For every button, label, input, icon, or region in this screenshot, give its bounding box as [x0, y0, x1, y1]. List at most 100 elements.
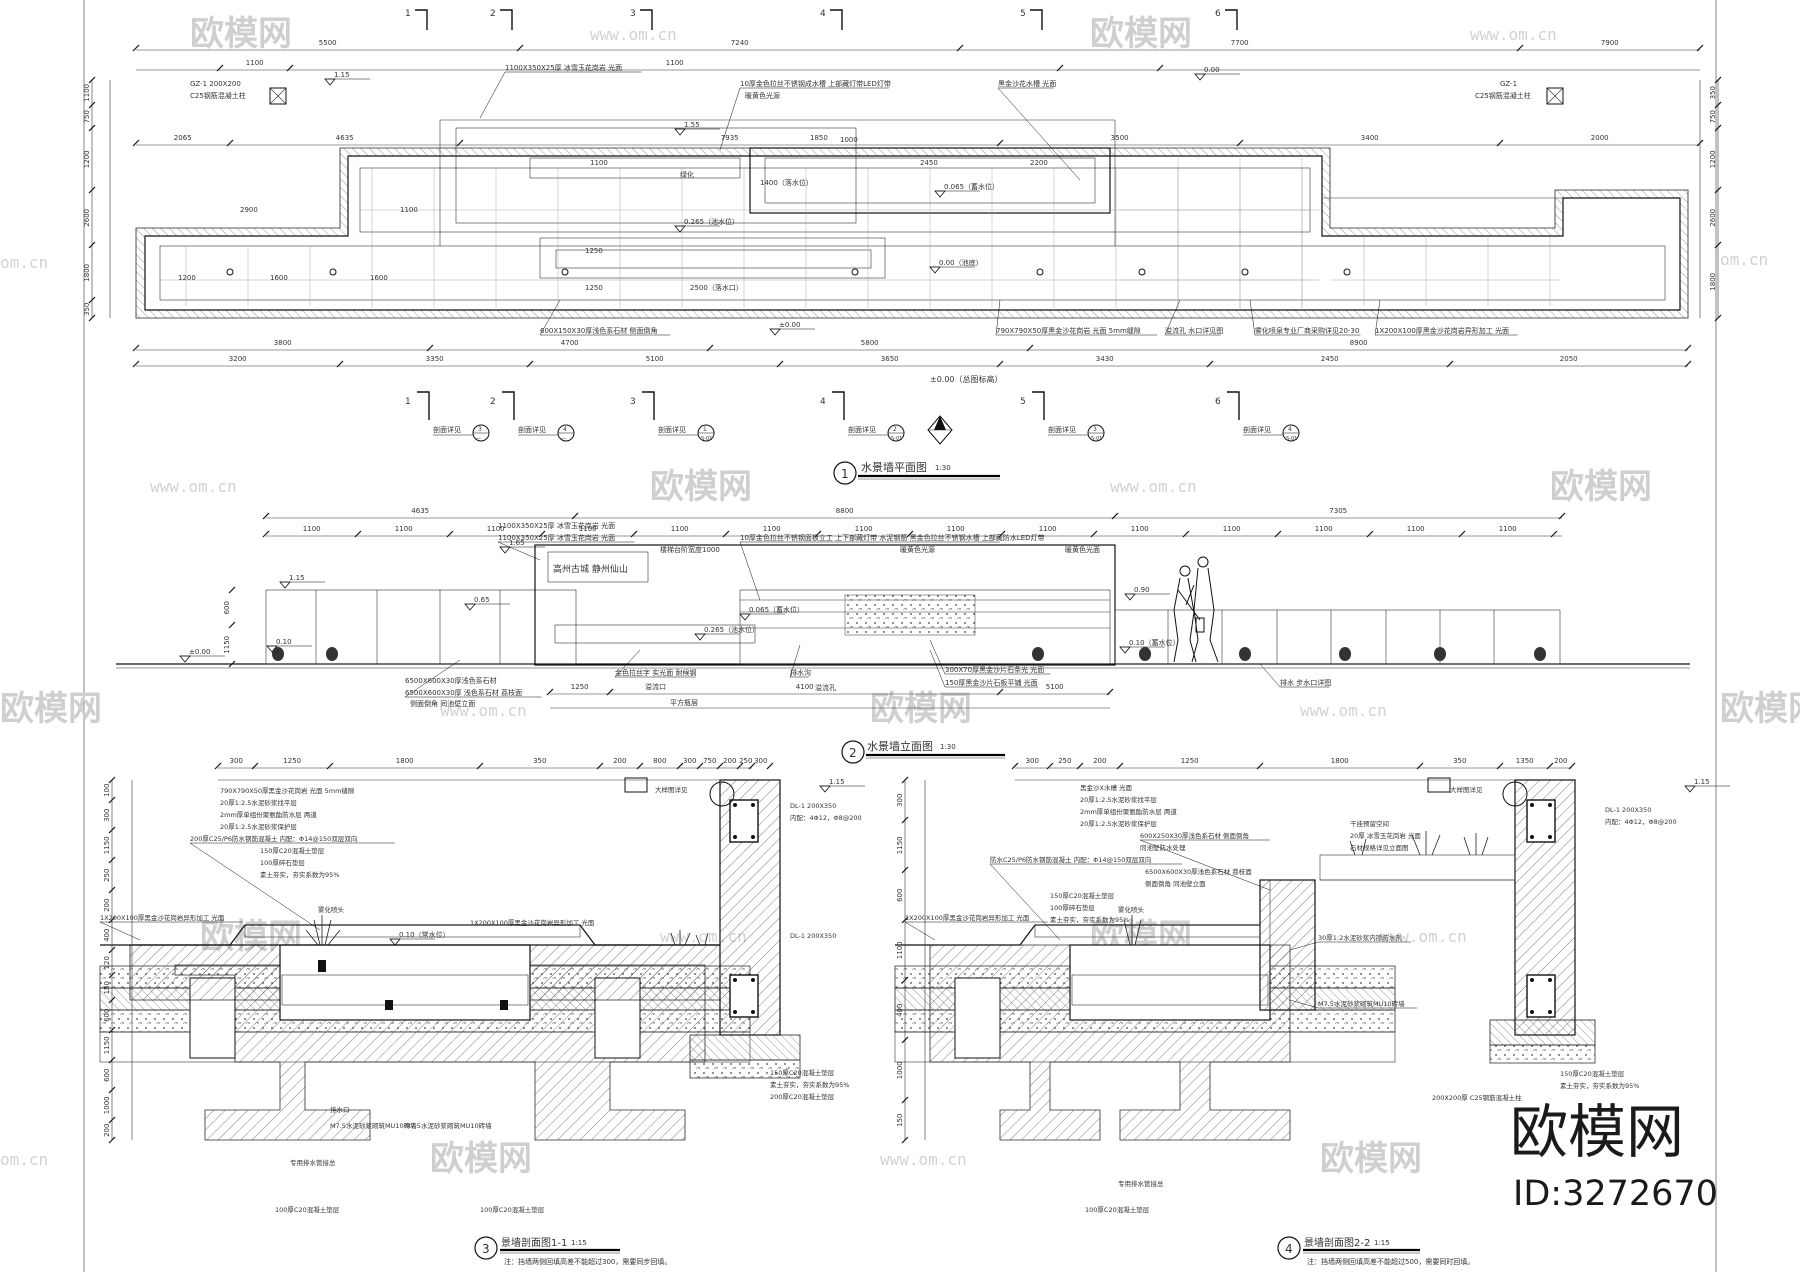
annotation-label: 6500X600X30厚 浅色系石材 荔枝面 [405, 688, 522, 697]
dimension-label: 5800 [861, 339, 879, 347]
annotation-label: 1X200X100厚黑金沙花岗岩异形加工 光面 [905, 913, 1030, 922]
dimension-label: 1250 [571, 683, 589, 691]
dimension-label: 2600 [1709, 209, 1717, 227]
grid-axis-label: 2 [490, 9, 496, 19]
people-figure-icon [1173, 556, 1219, 663]
view-title: 景墙剖面图1-1 [501, 1236, 567, 1249]
annotation-label: 790X790X50厚黑金沙花岗岩 光面 5mm缝隙 [220, 786, 355, 795]
dimension-label: 300 [896, 794, 904, 807]
level-label: 0.10（常水位） [399, 930, 450, 939]
annotation-label: 暖黄色光面 [1065, 545, 1100, 554]
view-number: 3 [482, 1242, 490, 1256]
section-mark-sheet: S-01 [1091, 436, 1102, 442]
watermark-url: www.om.cn [1300, 701, 1387, 720]
dimension-label: 250 [739, 757, 752, 765]
dimension-label: 7700 [1231, 39, 1249, 47]
annotation-label: 150厚C20混凝土垫层 [260, 846, 325, 855]
annotation-label: 内配：4Φ12，Φ8@200 [1605, 817, 1677, 826]
view-scale: 1:15 [1374, 1239, 1390, 1247]
dimension-label: 4100 [796, 683, 814, 691]
dimension-label: 1100 [666, 59, 684, 67]
view-title: 水景墙立面图 [867, 739, 933, 753]
view-scale: 1:30 [940, 743, 956, 751]
annotation-label: 黑金沙X水槽 光面 [1080, 783, 1133, 792]
dimension-label: 1150 [896, 836, 904, 854]
annotation-label: 平方瓶层 [670, 698, 698, 707]
section-mark-label: 剖面详见 [1048, 425, 1076, 434]
level-label: 0.065（蓄水位） [749, 605, 804, 614]
dimension-label: 600 [223, 601, 231, 614]
annotation-label: 1100X350X25厚 冰雪玉花岗岩 光面 [498, 521, 615, 530]
dimension-label: 1100 [395, 525, 413, 533]
annotation-label: 790X790X50厚黑金沙花岗岩 光面 5mm缝隙 [996, 326, 1141, 335]
section-mark-number: 6 [1215, 397, 1221, 407]
level-label: 1.15 [289, 574, 305, 582]
annotation-label: 600X150X30厚浅色系石材 侧面倒角 [540, 326, 657, 335]
annotation-label: DL-1 200X350 [1605, 806, 1651, 814]
dimension-label: 1800 [83, 264, 91, 282]
annotation-label: 150厚C20混凝土垫层 [1560, 1069, 1625, 1078]
annotation-label: 100厚C20混凝土垫层 [275, 1205, 340, 1214]
annotation-label: 专用排水管接总 [290, 1158, 336, 1167]
dimension-label: 2450 [920, 159, 938, 167]
watermark-url: www.om.cn [1380, 927, 1467, 946]
dimension-label: 2000 [1591, 134, 1609, 142]
level-label: 0.265（池水位） [684, 217, 739, 226]
annotation-label: 2mm厚单组份聚氨酯防水层 两道 [220, 810, 317, 819]
annotation-label: 300X70厚黑金沙片石条光 光面 [945, 665, 1044, 674]
dimension-label: 300 [230, 757, 243, 765]
watermark-url: www.om.cn [440, 701, 527, 720]
dimension-label: 750 [83, 110, 91, 123]
watermark-url: www.om.cn [880, 1150, 967, 1169]
dimension-label: 1100 [1223, 525, 1241, 533]
annotation-label: DL-1 200X350 [790, 932, 836, 940]
dimension-label: 200 [103, 899, 111, 912]
plant-icon [305, 915, 709, 946]
badge-id: ID:3272670 [1513, 1174, 1718, 1214]
annotation-label: 素土夯实，夯实系数为95% [260, 870, 339, 879]
dimension-label: 1100 [947, 525, 965, 533]
annotation-label: 20厚1:2.5水泥砂浆找平层 [1080, 795, 1157, 804]
dimension-label: 1200 [1709, 150, 1717, 168]
level-markers: 1.15 [1684, 778, 1730, 793]
annotation-label: 150厚黑金沙片石板平铺 光面 [945, 678, 1038, 687]
dimension-label: 2600 [83, 209, 91, 227]
annotation-label: 暖黄色光源 [900, 545, 935, 554]
annotation-label: 侧面倒角 同池壁立面 [410, 699, 475, 708]
dimension-label: 3200 [229, 355, 247, 363]
annotation-label: 200厚C20混凝土垫层 [770, 1092, 835, 1101]
view-title: 水景墙平面图 [861, 460, 927, 474]
dimension-label: 1100 [400, 206, 418, 214]
section-mark-number: 3 [630, 397, 636, 407]
annotation-label: 黑金沙花水槽 光面 [998, 79, 1056, 88]
view-title-plan: 1 水景墙平面图 1:30 [833, 460, 1000, 485]
watermark-url: www.om.cn [1470, 25, 1557, 44]
watermark-brand: 欧模网 [190, 14, 292, 54]
dimension-label: 3500 [1111, 134, 1129, 142]
dimension-label: 1100 [1039, 525, 1057, 533]
dimension-label: 1250 [585, 284, 603, 292]
watermark-brand: 欧模网 [1090, 14, 1192, 54]
annotation-labels: 1100X350X25厚 冰雪玉花岗岩 光面 6500X600X30厚 浅色系石材… [404, 521, 1331, 708]
watermark-brand: 欧模网 [870, 689, 972, 729]
dimension-label: 4635 [336, 134, 354, 142]
annotation-label: 2mm厚单组份聚氨酯防水层 两道 [1080, 807, 1177, 816]
dimension-label: 3800 [274, 339, 292, 347]
dimension-label: 7240 [731, 39, 749, 47]
watermark-url: www.om.cn [150, 477, 237, 496]
dimension-label: 350 [533, 757, 546, 765]
grid-axis-label: 3 [630, 9, 636, 19]
dimension-label: 1850 [810, 134, 828, 142]
watermark-url: om.cn [0, 1150, 48, 1169]
annotation-label: 素土夯实，夯实系数为95% [1560, 1081, 1639, 1090]
dimension-label: 8900 [1350, 339, 1368, 347]
north-arrow-icon [927, 415, 953, 445]
grid-axis-label: 6 [1215, 9, 1221, 19]
